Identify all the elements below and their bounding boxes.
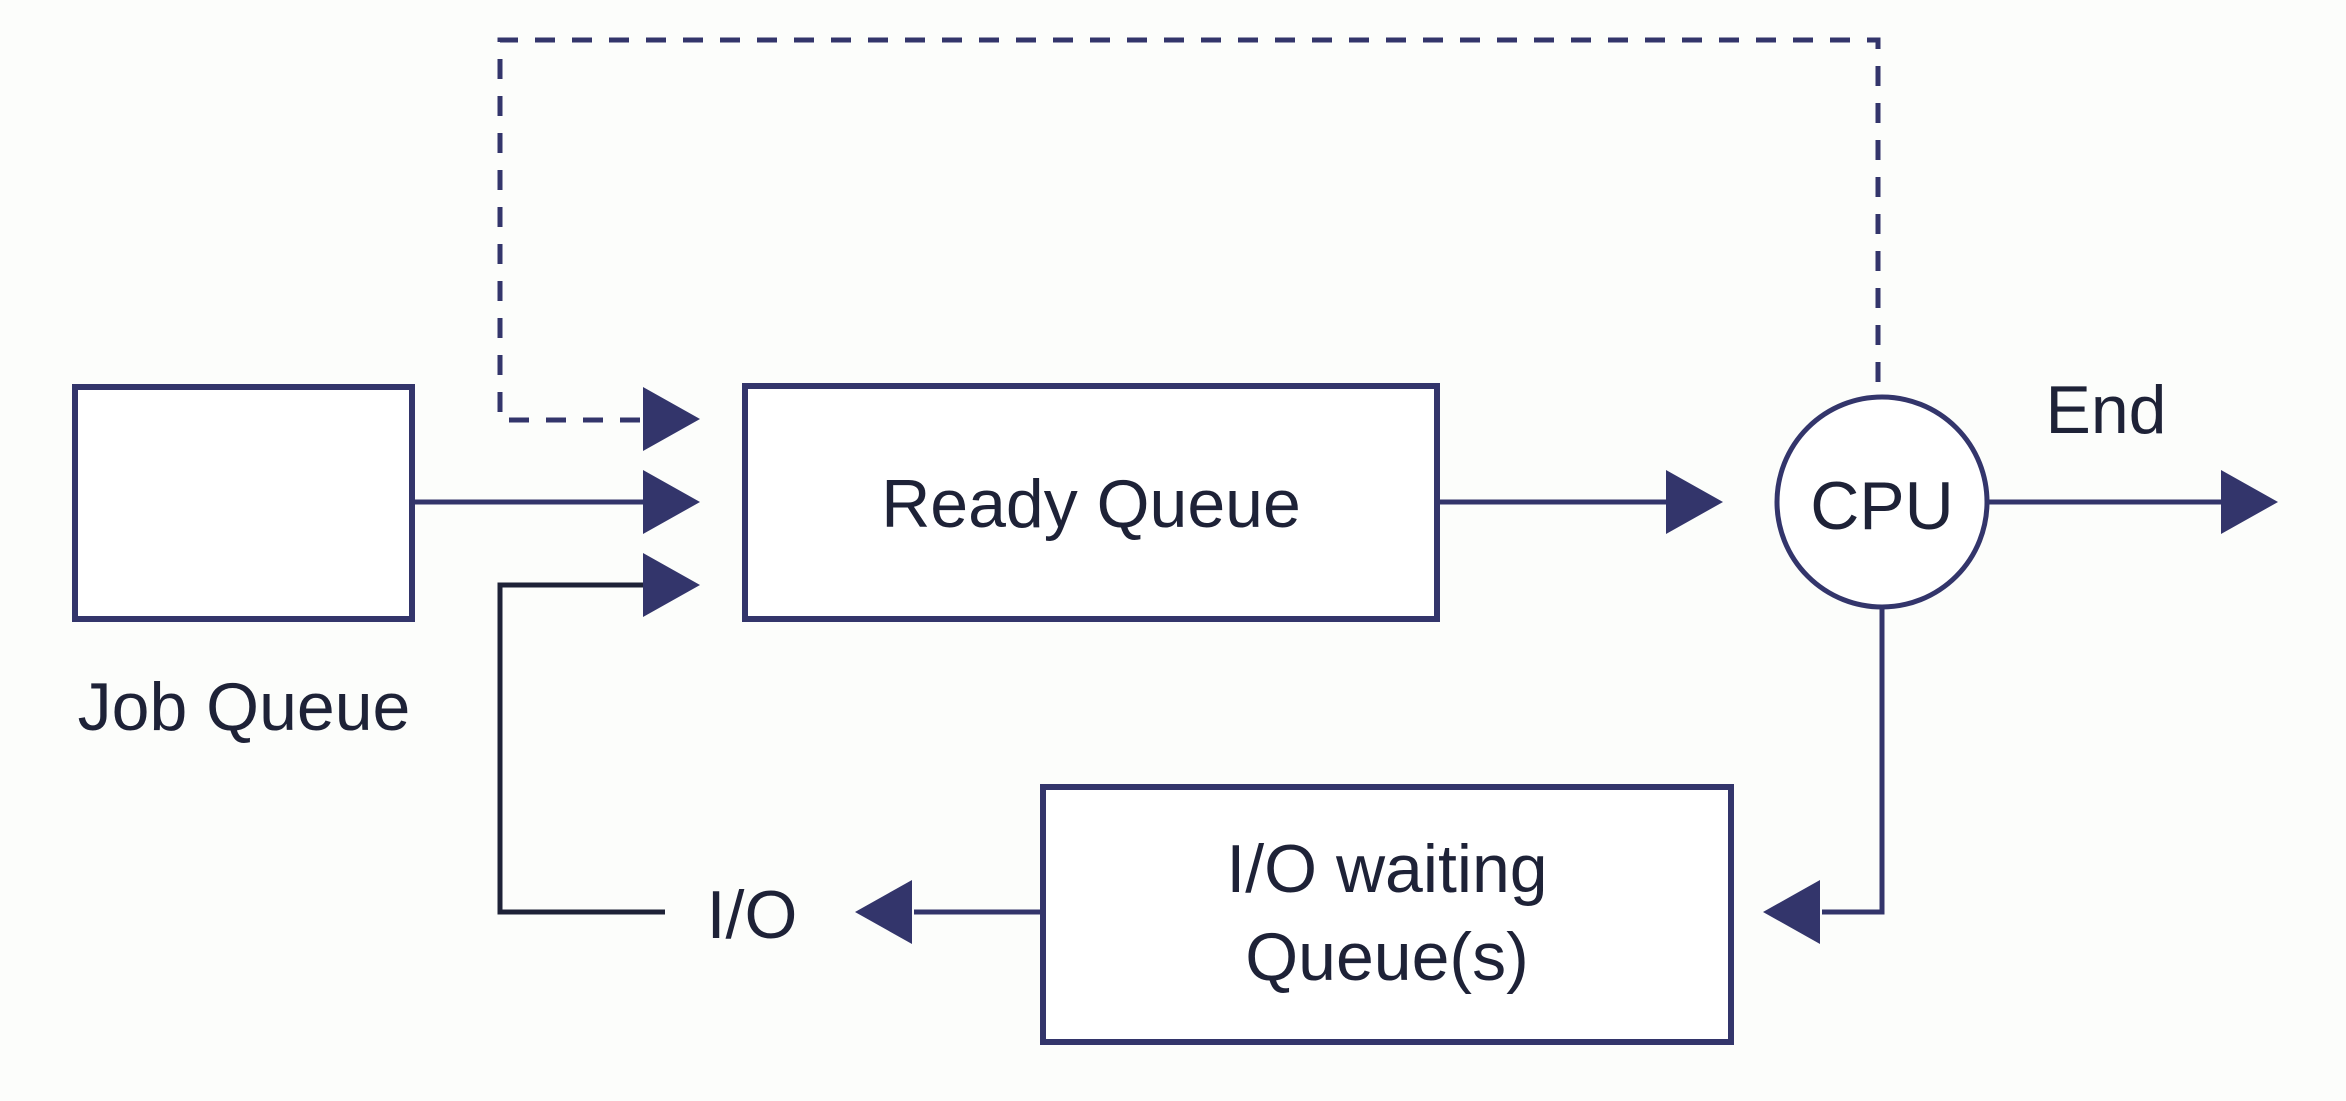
label-job-queue: Job Queue [78,669,411,745]
edge-io-return-loop [497,582,665,915]
node-io-waiting-queue [1040,784,1734,1045]
arrowhead-cpu-into-end [2221,470,2278,534]
node-job-queue [72,384,415,622]
label-io: I/O [707,877,798,953]
edge-cpu-to-ready-dashed [497,37,1881,423]
arrowhead-job-into-ready [643,470,700,534]
edge-cpu-to-io-box [1822,609,1885,915]
arrowhead-ready-into-cpu [1666,470,1723,534]
label-end: End [2046,372,2167,448]
node-ready-queue [742,383,1440,622]
arrowhead-loop-into-ready [643,553,700,617]
label-ready-queue: Ready Queue [881,466,1301,542]
label-cpu: CPU [1810,468,1954,544]
arrowhead-io-box-into-io [855,880,912,944]
label-io-waiting-line1: I/O waiting [1226,831,1547,907]
arrowhead-dashed-into-ready [643,387,700,451]
label-io-waiting-line2: Queue(s) [1245,919,1528,995]
arrowhead-cpu-into-io-box [1763,880,1820,944]
node-cpu [1774,394,1990,610]
